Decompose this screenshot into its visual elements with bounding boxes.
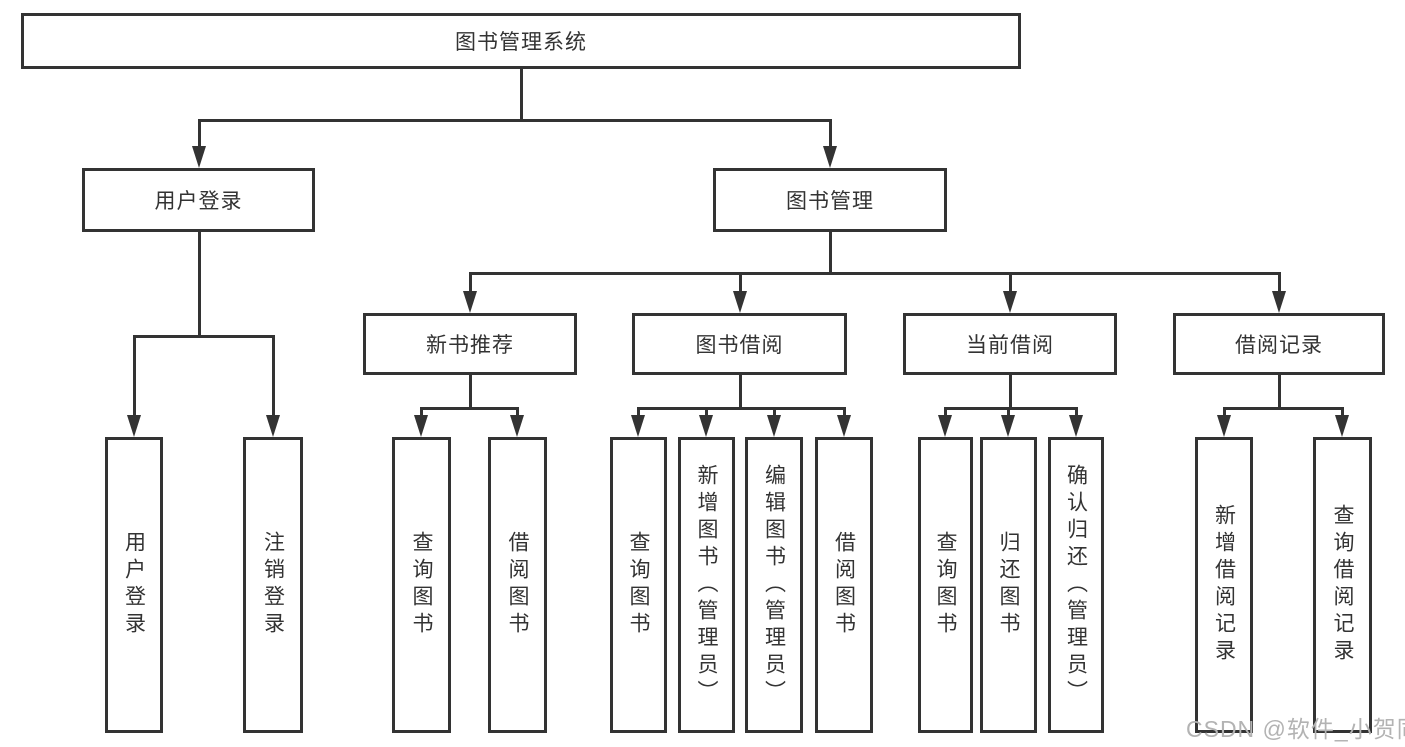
node-root: 图书管理系统 <box>21 13 1021 69</box>
node-book-management: 图书管理 <box>713 168 947 232</box>
connector-user-login-bar <box>133 335 275 338</box>
arrow-down-icon <box>266 415 280 437</box>
connector-leaf-stub <box>516 407 519 418</box>
leaf-current-return-book: 归还图书 <box>980 437 1037 733</box>
leaf-newbook-query-book-label: 查询图书 <box>410 531 433 639</box>
leaf-current-query-book: 查询图书 <box>918 437 973 733</box>
node-new-book-recommend-label: 新书推荐 <box>426 334 514 357</box>
leaf-user-login-label: 用户登录 <box>122 531 146 639</box>
leaf-newbook-query-book: 查询图书 <box>392 437 451 733</box>
csdn-watermark: CSDN @软件_小贺同学 <box>1186 716 1405 742</box>
node-new-book-recommend: 新书推荐 <box>363 313 577 375</box>
leaf-current-confirm-return-label: 确认归还（管理员） <box>1064 463 1088 707</box>
leaf-records-query-record-label: 查询借阅记录 <box>1331 504 1354 666</box>
leaf-logout: 注销登录 <box>243 437 303 733</box>
leaf-records-add-record: 新增借阅记录 <box>1195 437 1253 733</box>
node-book-borrow-label: 图书借阅 <box>695 334 784 357</box>
leaf-borrow-borrow-book: 借阅图书 <box>815 437 873 733</box>
arrow-down-icon <box>1003 291 1017 313</box>
node-root-label: 图书管理系统 <box>455 31 587 54</box>
connector-to-leaf-logout <box>272 335 275 419</box>
node-book-management-label: 图书管理 <box>786 190 874 213</box>
connector-book-borrow-bar <box>637 407 846 410</box>
arrow-down-icon <box>631 415 645 437</box>
leaf-newbook-borrow-book-label: 借阅图书 <box>506 531 529 639</box>
connector-to-book-management <box>829 119 832 150</box>
leaf-borrow-add-book: 新增图书（管理员） <box>678 437 735 733</box>
leaf-records-add-record-label: 新增借阅记录 <box>1212 504 1236 666</box>
arrow-down-icon <box>414 415 428 437</box>
connector-to-current-borrow <box>1009 272 1012 295</box>
connector-leaf-stub <box>1341 407 1344 418</box>
arrow-down-icon <box>938 415 952 437</box>
arrow-down-icon <box>823 146 837 168</box>
leaf-borrow-query-book: 查询图书 <box>610 437 667 733</box>
leaf-user-login: 用户登录 <box>105 437 163 733</box>
connector-book-management-stem <box>829 232 832 272</box>
arrow-down-icon <box>1335 415 1349 437</box>
connector-to-user-login <box>198 119 201 150</box>
leaf-current-return-book-label: 归还图书 <box>997 531 1020 639</box>
leaf-newbook-borrow-book: 借阅图书 <box>488 437 547 733</box>
arrow-down-icon <box>767 415 781 437</box>
node-user-login-label: 用户登录 <box>154 190 243 213</box>
leaf-logout-label: 注销登录 <box>261 531 285 639</box>
connector-leaf-stub <box>1223 407 1226 418</box>
connector-root-bar <box>198 119 832 122</box>
connector-to-book-borrow <box>739 272 742 295</box>
arrow-down-icon <box>1069 415 1083 437</box>
arrow-down-icon <box>510 415 524 437</box>
connector-to-new-book <box>469 272 472 295</box>
leaf-borrow-add-book-label: 新增图书（管理员） <box>695 463 718 707</box>
connector-current-borrow-bar <box>944 407 1077 410</box>
leaf-current-query-book-label: 查询图书 <box>934 531 957 639</box>
leaf-borrow-query-book-label: 查询图书 <box>627 531 650 639</box>
arrow-down-icon <box>699 415 713 437</box>
node-user-login: 用户登录 <box>82 168 315 232</box>
connector-new-book-stem <box>469 375 472 407</box>
arrow-down-icon <box>127 415 141 437</box>
connector-to-borrow-records <box>1278 272 1281 295</box>
connector-new-book-bar <box>420 407 519 410</box>
connector-leaf-stub <box>944 407 947 418</box>
connector-leaf-stub <box>1007 407 1010 418</box>
arrow-down-icon <box>837 415 851 437</box>
leaf-records-query-record: 查询借阅记录 <box>1313 437 1372 733</box>
connector-borrow-records-bar <box>1223 407 1344 410</box>
arrow-down-icon <box>1217 415 1231 437</box>
arrow-down-icon <box>192 146 206 168</box>
connector-leaf-stub <box>420 407 423 418</box>
connector-leaf-stub <box>773 407 776 418</box>
node-book-borrow: 图书借阅 <box>632 313 847 375</box>
node-borrow-records-label: 借阅记录 <box>1235 334 1323 357</box>
connector-book-borrow-stem <box>739 375 742 407</box>
leaf-borrow-edit-book: 编辑图书（管理员） <box>745 437 803 733</box>
leaf-borrow-edit-book-label: 编辑图书（管理员） <box>762 463 786 707</box>
connector-user-login-stem <box>198 232 201 335</box>
connector-root-stem <box>520 69 523 119</box>
connector-leaf-stub <box>705 407 708 418</box>
leaf-borrow-borrow-book-label: 借阅图书 <box>832 531 856 639</box>
connector-leaf-stub <box>843 407 846 418</box>
connector-leaf-stub <box>637 407 640 418</box>
connector-to-leaf-user-login <box>133 335 136 419</box>
leaf-current-confirm-return: 确认归还（管理员） <box>1048 437 1104 733</box>
node-current-borrow-label: 当前借阅 <box>966 334 1054 357</box>
arrow-down-icon <box>1272 291 1286 313</box>
connector-current-borrow-stem <box>1009 375 1012 407</box>
arrow-down-icon <box>463 291 477 313</box>
connector-borrow-records-stem <box>1278 375 1281 407</box>
node-current-borrow: 当前借阅 <box>903 313 1117 375</box>
node-borrow-records: 借阅记录 <box>1173 313 1385 375</box>
connector-book-management-bar <box>469 272 1281 275</box>
arrow-down-icon <box>1001 415 1015 437</box>
connector-leaf-stub <box>1075 407 1078 418</box>
arrow-down-icon <box>733 291 747 313</box>
